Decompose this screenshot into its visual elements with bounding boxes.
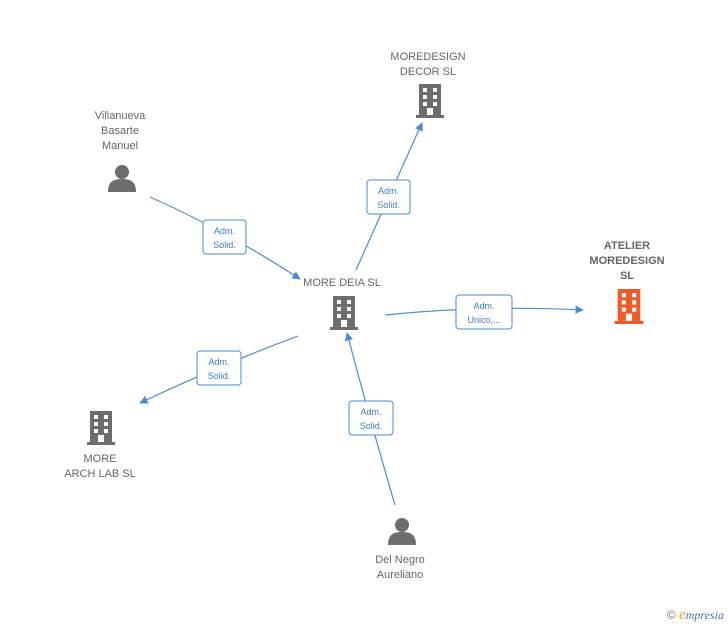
edge-del-negro-to-more-deia: Adm. Solid.	[344, 332, 396, 506]
node-label-line-3: SL	[620, 270, 634, 282]
node-atelier-moredesign[interactable]: ATELIER MOREDESIGN SL	[589, 240, 665, 324]
edge-label-line-2: Solid.	[377, 200, 400, 210]
node-label-line-2: Basarte	[101, 125, 139, 137]
building-icon	[87, 411, 115, 445]
node-label-line-1: ATELIER	[604, 240, 650, 252]
edge-label-box[interactable]: Adm. Solid.	[202, 219, 247, 255]
edge-label-line-1: Adm.	[208, 357, 229, 367]
edge-label-line-2: Solid.	[213, 240, 236, 250]
building-icon	[330, 296, 358, 330]
node-del-negro-aureliano[interactable]: Del Negro Aureliano	[375, 518, 425, 581]
edge-label-line-2: Unico,...	[467, 315, 500, 325]
node-label-line-1: Del Negro	[375, 554, 425, 566]
edge-label-box[interactable]: Adm. Unico,...	[455, 294, 513, 330]
node-label-line-2: DECOR SL	[400, 66, 456, 78]
footer-copyright: © empresia	[667, 607, 724, 624]
edge-more-deia-to-more-arch-lab: Adm. Solid.	[139, 335, 299, 404]
building-icon	[614, 289, 644, 324]
node-label-line-1: MORE	[84, 453, 117, 465]
node-label-line-2: Aureliano	[377, 569, 423, 581]
brand-initial: e	[679, 607, 686, 623]
node-label-line-1: Villanueva	[95, 110, 146, 122]
edge-label-line-1: Adm.	[214, 226, 235, 236]
edge-label-box[interactable]: Adm. Solid.	[196, 350, 242, 386]
edge-villanueva-to-more-deia: Adm. Solid.	[149, 196, 301, 280]
node-more-arch-lab[interactable]: MORE ARCH LAB SL	[64, 411, 136, 480]
edge-label-line-1: Adm.	[473, 301, 494, 311]
person-icon	[388, 518, 416, 545]
edge-label-line-1: Adm.	[378, 186, 399, 196]
edge-label-line-2: Solid.	[360, 421, 383, 431]
node-label-line-3: Manuel	[102, 140, 138, 152]
node-moredesign-decor[interactable]: MOREDESIGN DECOR SL	[390, 51, 466, 118]
building-icon	[416, 84, 444, 118]
node-label-line-1: MOREDESIGN	[390, 51, 465, 63]
node-label-line-2: ARCH LAB SL	[64, 468, 136, 480]
person-icon	[108, 165, 136, 192]
brand-name[interactable]: mpresia	[685, 608, 724, 622]
edge-more-deia-to-atelier-moredesign: Adm. Unico,...	[384, 294, 584, 330]
edge-more-deia-to-moredesign-decor: Adm. Solid.	[355, 122, 423, 271]
edge-label-box[interactable]: Adm. Solid.	[348, 400, 394, 436]
node-villanueva-basarte-manuel[interactable]: Villanueva Basarte Manuel	[95, 110, 146, 192]
edge-label-box[interactable]: Adm. Solid.	[366, 179, 411, 215]
edge-label-line-2: Solid.	[208, 371, 231, 381]
copyright-icon: ©	[666, 608, 676, 622]
node-label: MORE DEIA SL	[303, 277, 381, 289]
node-label-line-2: MOREDESIGN	[589, 255, 664, 267]
node-more-deia[interactable]: MORE DEIA SL	[303, 277, 381, 330]
edge-label-line-1: Adm.	[360, 407, 381, 417]
